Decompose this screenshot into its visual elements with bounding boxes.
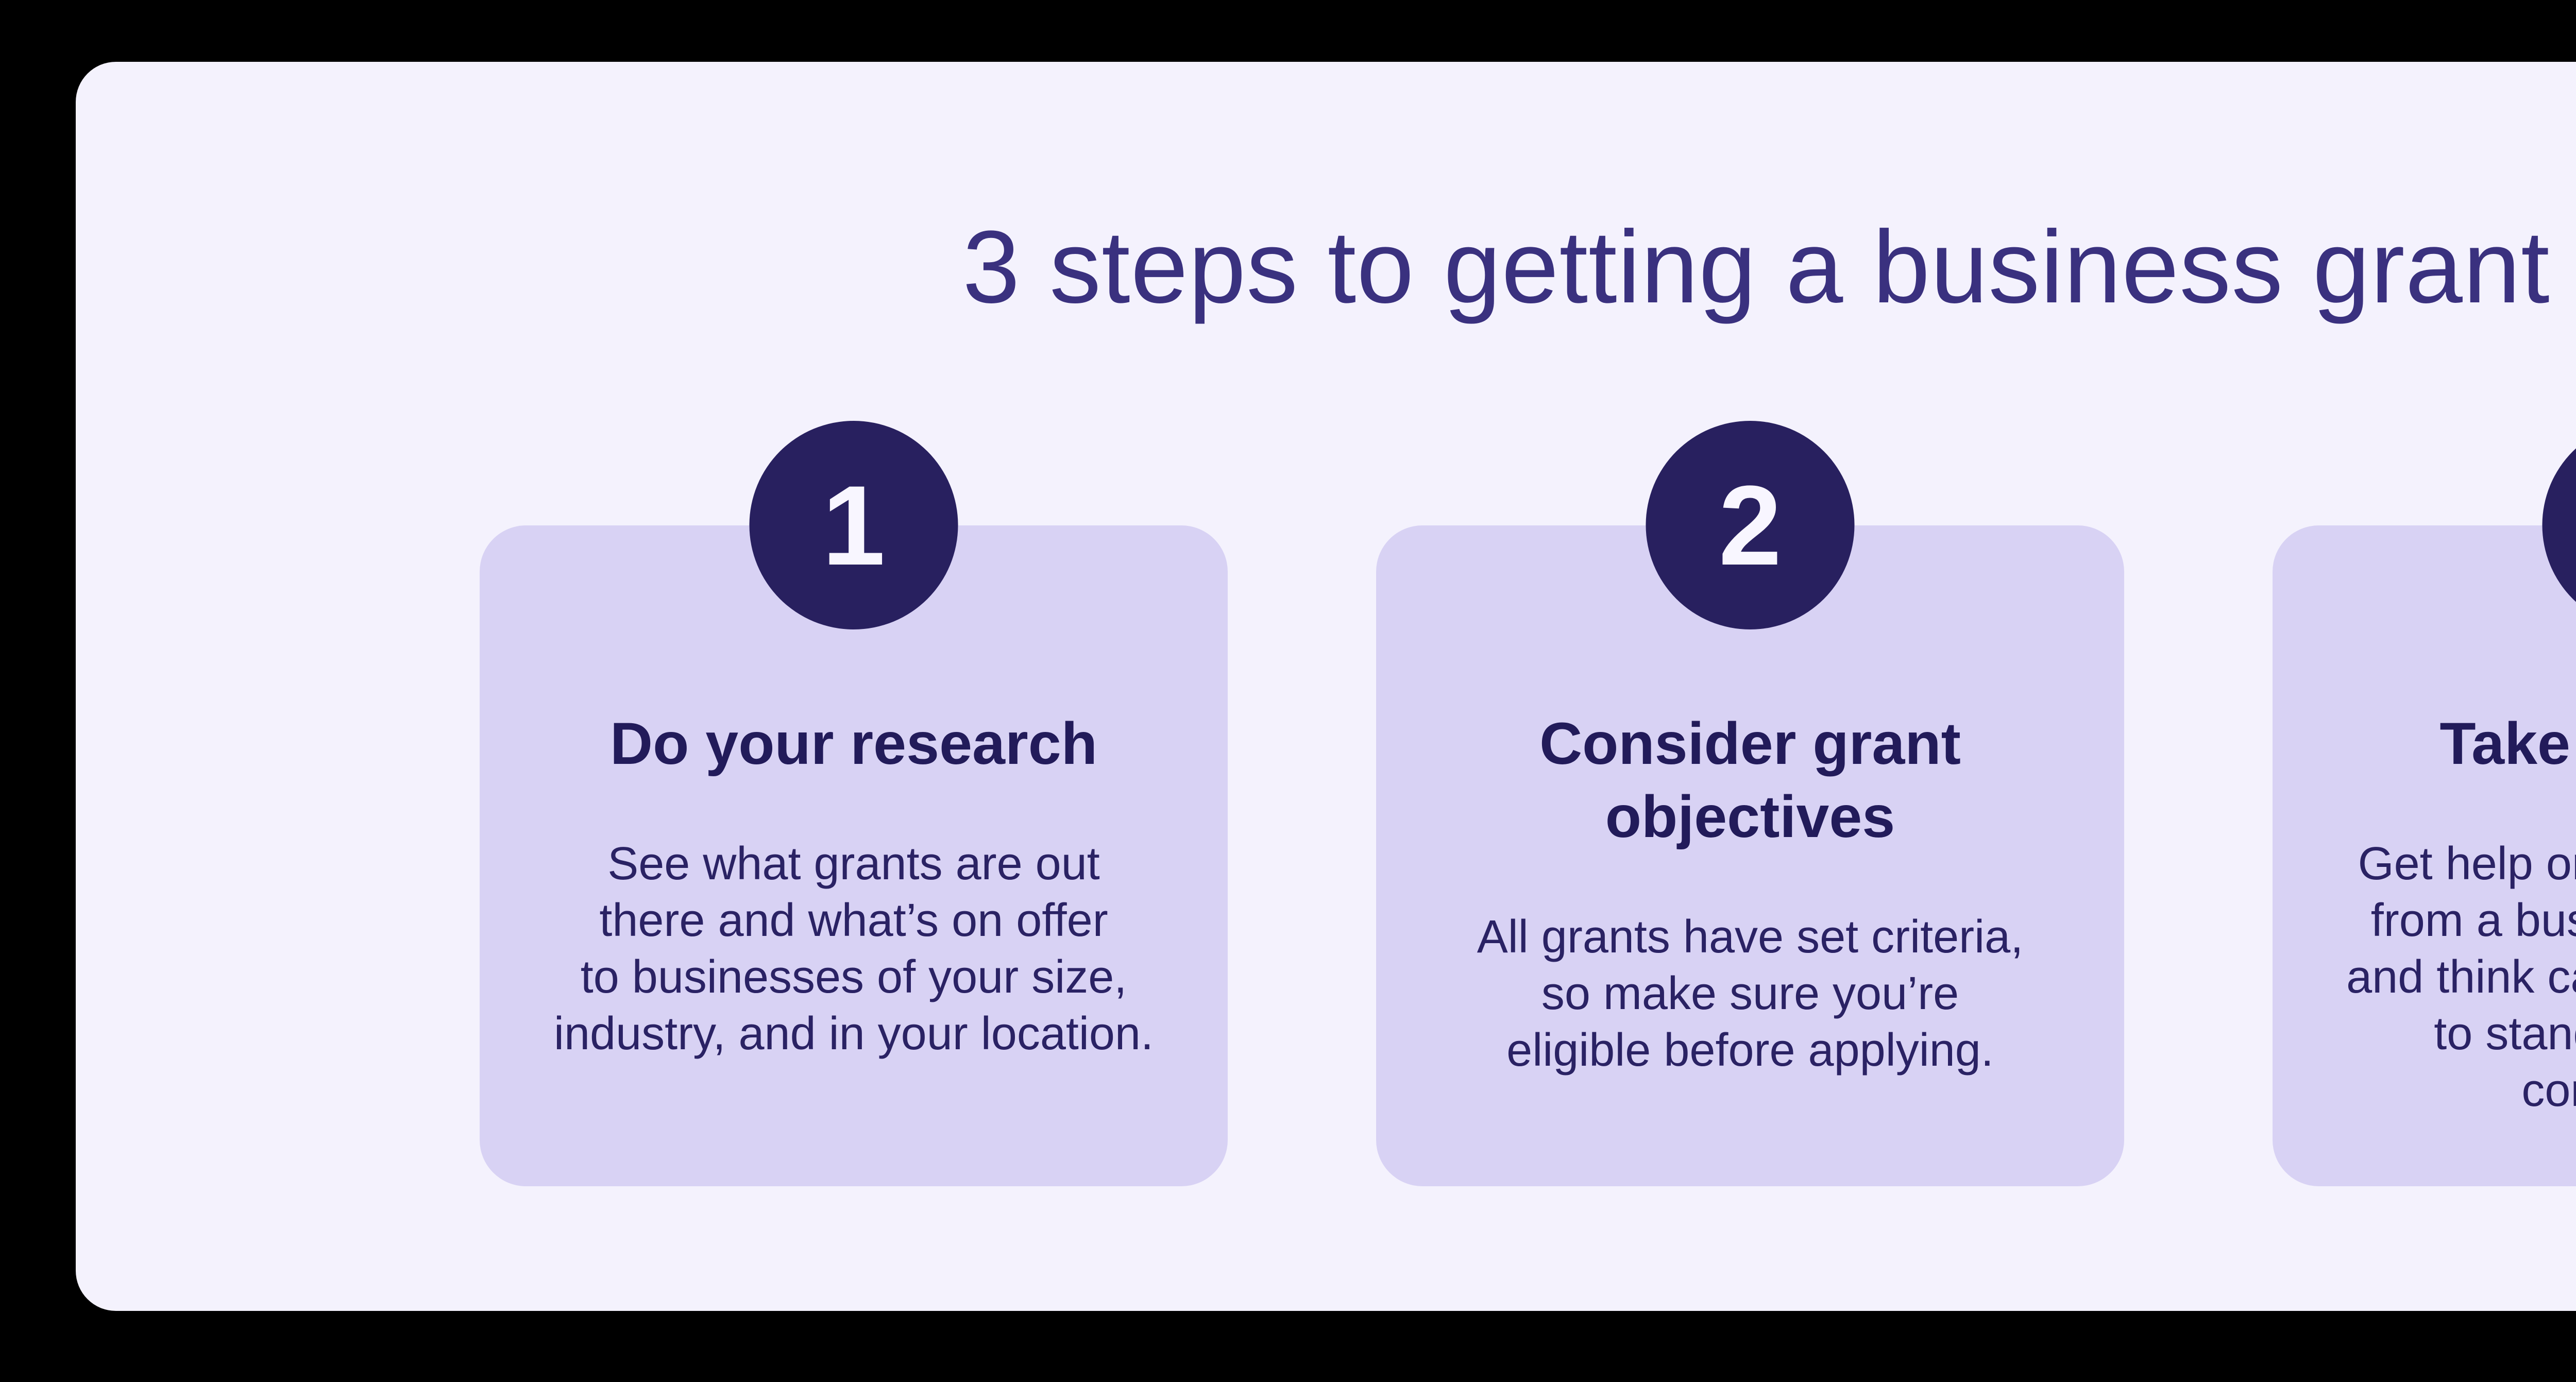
step-2-number: 2 <box>1718 462 1782 589</box>
infographic-panel: 3 steps to getting a business grant SB S… <box>76 62 2576 1311</box>
step-3-description: Get help on your application from a busi… <box>2346 838 2576 1116</box>
step-3-title: Take your time <box>2439 711 2571 777</box>
step-card-1: 1 Do your research See what grants are o… <box>480 421 1228 1186</box>
step-1-number-badge: 1 <box>749 421 958 629</box>
step-card-3: 3 Take your time Get help on your applic… <box>2273 421 2576 1186</box>
step-1-number: 1 <box>822 462 886 589</box>
step-1-title: Do your research <box>610 711 1097 777</box>
page-title: 3 steps to getting a business grant <box>962 210 2550 325</box>
step-2-number-badge: 2 <box>1646 421 1855 629</box>
step-3-number-badge: 3 <box>2542 421 2576 629</box>
steps-row: 1 Do your research See what grants are o… <box>480 421 2576 1186</box>
step-card-2: 2 Consider grant objectives All grants h… <box>1376 421 2124 1186</box>
step-2-title: Consider grant objectives <box>1539 711 1961 850</box>
step-2-description: All grants have set criteria, so make su… <box>1477 911 2024 1076</box>
step-1-description: See what grants are out there and what’s… <box>554 838 1154 1060</box>
